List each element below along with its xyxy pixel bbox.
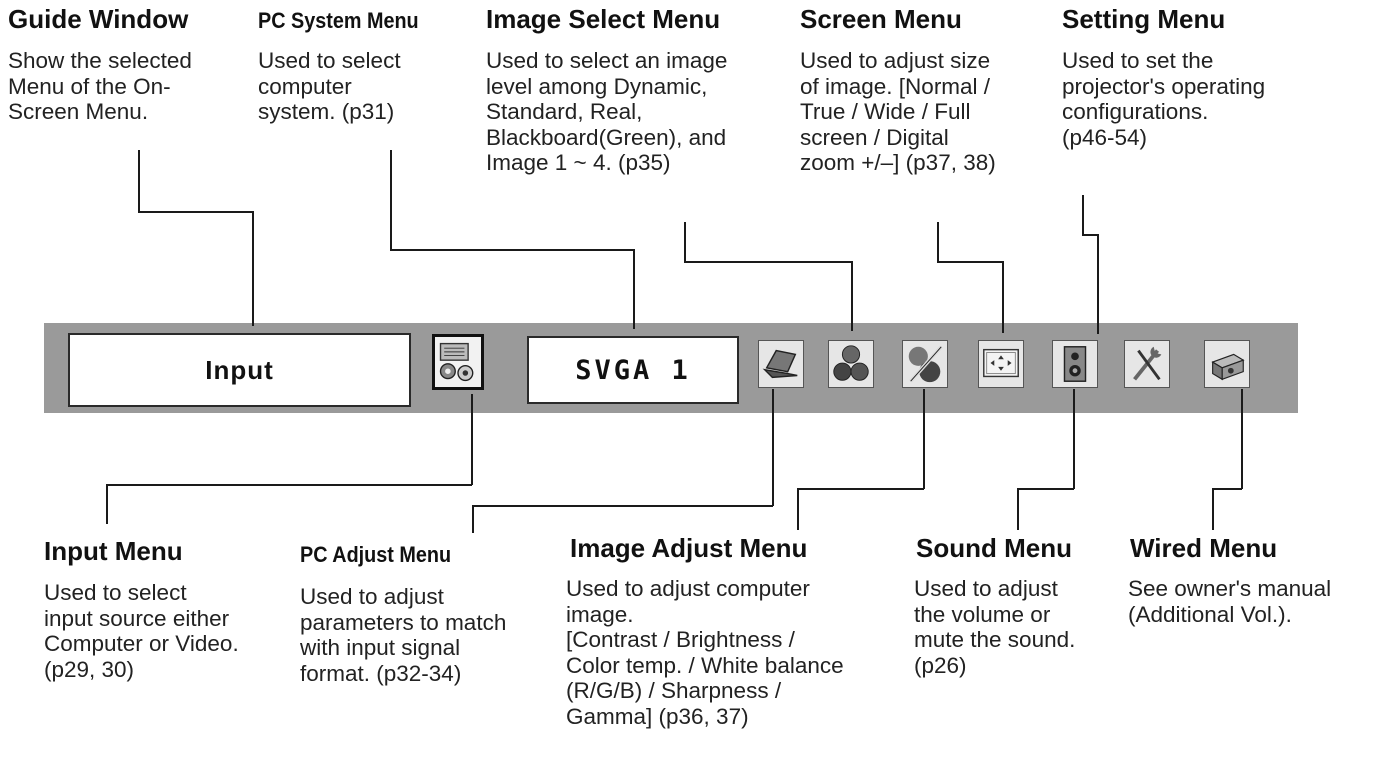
leader-line xyxy=(1017,488,1074,490)
image-adjust-menu-icon[interactable] xyxy=(902,340,948,388)
screen-menu-icon[interactable] xyxy=(978,340,1024,388)
setting-menu-desc: Used to set the projector's operating co… xyxy=(1062,48,1266,150)
screen-menu-desc: Used to adjust size of image. [Normal / … xyxy=(800,48,996,175)
sound-menu-icon[interactable] xyxy=(1052,340,1098,388)
leader-line xyxy=(797,488,799,530)
leader-line xyxy=(1082,195,1084,235)
image-adjust-menu-title: Image Adjust Menu xyxy=(570,533,808,563)
wired-menu-icon[interactable] xyxy=(1204,340,1250,388)
leader-line xyxy=(1241,389,1243,489)
leader-line xyxy=(772,389,774,506)
leader-line xyxy=(1097,234,1099,334)
leader-line xyxy=(390,150,392,250)
leader-line xyxy=(472,505,773,507)
pc-system-menu-title: PC System Menu xyxy=(258,8,419,33)
leader-line xyxy=(138,211,254,213)
input-menu-icon[interactable] xyxy=(432,334,484,390)
screen-menu-title: Screen Menu xyxy=(800,4,962,34)
leader-line xyxy=(471,394,473,485)
leader-line xyxy=(252,211,254,326)
leader-line xyxy=(138,150,140,212)
wired-menu-title: Wired Menu xyxy=(1130,533,1278,563)
leader-line xyxy=(684,261,852,263)
guide-window: Input xyxy=(68,333,411,407)
leader-line xyxy=(1017,488,1019,530)
sound-menu-title: Sound Menu xyxy=(916,533,1072,563)
pc-adjust-menu-title: PC Adjust Menu xyxy=(300,542,452,567)
pc-adjust-menu-icon[interactable] xyxy=(758,340,804,388)
input-menu-title: Input Menu xyxy=(44,536,183,566)
wired-menu-desc: See owner's manual (Additional Vol.). xyxy=(1128,576,1332,627)
setting-menu-icon[interactable] xyxy=(1124,340,1170,388)
leader-line xyxy=(472,505,474,533)
image-select-menu-title: Image Select Menu xyxy=(486,4,721,34)
leader-line xyxy=(797,488,924,490)
leader-line xyxy=(937,261,1003,263)
image-select-menu-desc: Used to select an image level among Dyna… xyxy=(486,48,728,175)
leader-line xyxy=(937,222,939,262)
image-select-menu-icon[interactable] xyxy=(828,340,874,388)
guide-window-desc: Show the selected Menu of the On- Screen… xyxy=(8,48,192,124)
input-menu-desc: Used to select input source either Compu… xyxy=(44,580,239,682)
leader-line xyxy=(923,389,925,489)
pc-system-menu-desc: Used to select computer system. (p31) xyxy=(258,48,401,124)
leader-line xyxy=(1212,488,1214,530)
leader-line xyxy=(1082,234,1098,236)
guide-window-title: Guide Window xyxy=(8,4,189,34)
image-adjust-menu-desc: Used to adjust computer image. [Contrast… xyxy=(566,576,844,729)
leader-line xyxy=(390,249,634,251)
pc-adjust-menu-desc: Used to adjust parameters to match with … xyxy=(300,584,507,686)
leader-line xyxy=(633,249,635,329)
pc-system-display: SVGA 1 xyxy=(527,336,739,404)
leader-line xyxy=(684,222,686,262)
leader-line xyxy=(1002,261,1004,333)
leader-line xyxy=(106,484,472,486)
setting-menu-title: Setting Menu xyxy=(1062,4,1226,34)
sound-menu-desc: Used to adjust the volume or mute the so… xyxy=(914,576,1076,678)
leader-line xyxy=(1073,389,1075,489)
leader-line xyxy=(851,261,853,331)
leader-line xyxy=(1212,488,1242,490)
leader-line xyxy=(106,484,108,524)
